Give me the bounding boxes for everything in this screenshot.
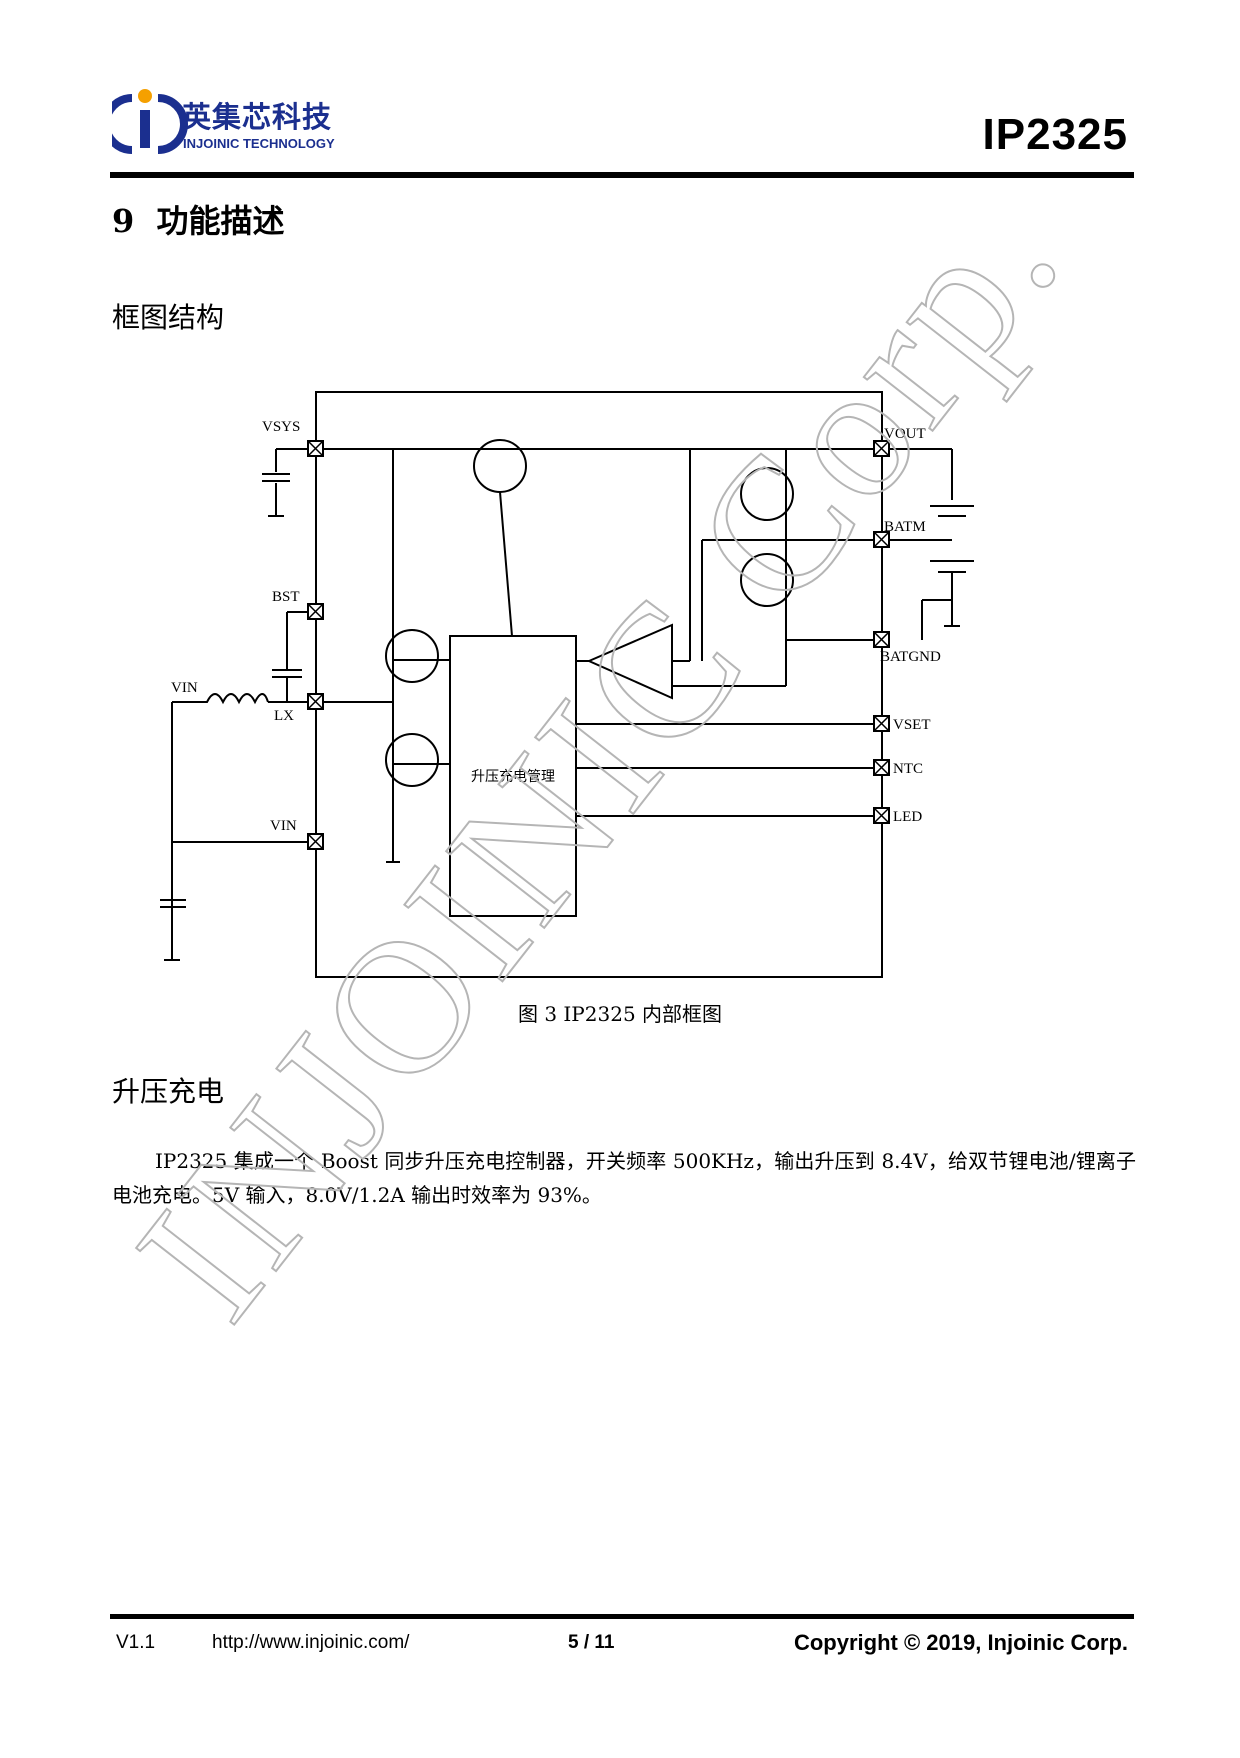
logo-right-arc (157, 94, 188, 154)
boost-paragraph: IP2325 集成一个 Boost 同步升压充电控制器，开关频率 500KHz，… (112, 1149, 1136, 1207)
section-name: 功能描述 (156, 202, 285, 240)
footer-rule (110, 1614, 1134, 1619)
label-batm: BATM (884, 519, 926, 535)
chip-title: IP2325 (982, 110, 1128, 159)
figure-caption: 图 3 IP2325 内部框图 (517, 1002, 723, 1026)
logo-cn-text: 英集芯科技 (182, 100, 333, 134)
label-lx: LX (274, 708, 294, 724)
footer-url[interactable]: http://www.injoinic.com/ (212, 1632, 410, 1653)
logo-left-arc (102, 94, 133, 154)
label-vin: VIN (270, 818, 297, 834)
footer-version: V1.1 (116, 1632, 156, 1653)
ic-outline (315, 391, 883, 978)
label-vset: VSET (893, 717, 931, 733)
footer-copyright: Copyright © 2019, Injoinic Corp. (793, 1630, 1128, 1655)
label-batgnd: BATGND (880, 649, 941, 665)
label-vout: VOUT (884, 426, 926, 442)
controller-box (449, 635, 577, 917)
logo-bar (140, 110, 150, 148)
label-bst: BST (272, 589, 300, 605)
section-number: 9 (112, 202, 135, 240)
label-ntc: NTC (893, 761, 923, 777)
section-title: 9 功能描述 (112, 196, 285, 242)
boost-heading: 升压充电 (112, 1075, 225, 1108)
block-diagram-heading: 框图结构 (112, 301, 225, 334)
header-rule (110, 172, 1134, 178)
logo-dot (138, 89, 152, 103)
logo-en-text: INJOINIC TECHNOLOGY (183, 136, 335, 151)
controller-label: 升压充电管理 (471, 769, 555, 785)
footer-page-number: 5 / 11 (568, 1632, 615, 1653)
company-logo: 英集芯科技 INJOINIC TECHNOLOGY (102, 84, 352, 160)
block-diagram: VSYS BST LX VIN VIN VOUT BATM BATGND VSE… (158, 380, 1080, 1030)
label-vsys: VSYS (262, 419, 300, 435)
label-vin-ext: VIN (171, 680, 198, 696)
label-led: LED (893, 809, 922, 825)
